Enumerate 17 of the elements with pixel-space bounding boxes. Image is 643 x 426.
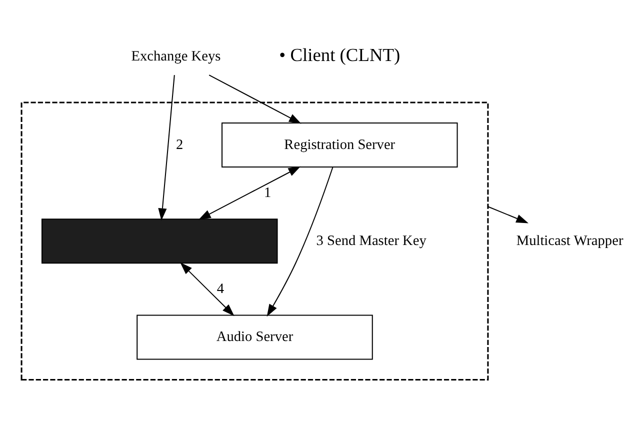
node-bar — [40, 218, 278, 264]
arrow — [198, 166, 300, 220]
arrow — [487, 206, 528, 224]
cluster — [20, 102, 488, 380]
arrow — [208, 74, 301, 124]
arrow — [180, 262, 234, 316]
node-box: Audio Server — [136, 314, 372, 360]
edge-label: 1 — [263, 184, 271, 201]
edge-label: 2 — [175, 136, 183, 153]
arrow — [158, 75, 174, 221]
node-text: Multicast Wrapper — [516, 232, 623, 249]
edge-label: 3 Send Master Key — [316, 232, 426, 249]
edge-label: 4 — [216, 280, 224, 297]
label: • Client (CLNT) — [278, 45, 400, 66]
node-box: Registration Server — [221, 122, 458, 168]
node-text: Exchange Keys — [130, 48, 220, 64]
arrow — [266, 166, 333, 317]
